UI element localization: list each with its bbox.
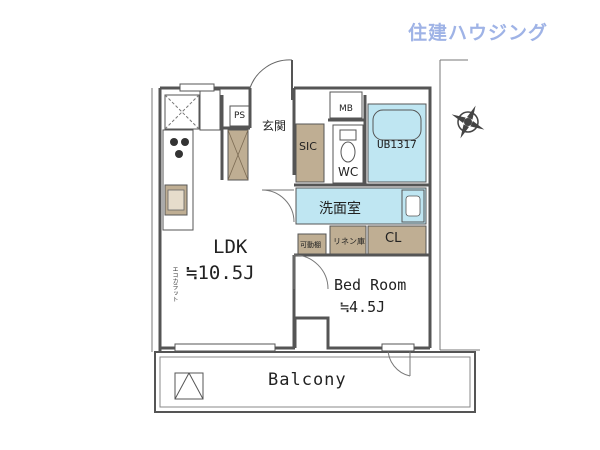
- pipe-space-label: PS: [234, 111, 246, 121]
- closets: [297, 225, 427, 255]
- eco-carat-label: エコカラット: [171, 266, 178, 302]
- washroom: [295, 187, 427, 225]
- pipe-space: [229, 105, 251, 127]
- toilet-room: [332, 124, 364, 184]
- stove-burner-icon: [175, 150, 183, 158]
- kitchen: [162, 89, 221, 231]
- compass-icon: [451, 105, 485, 139]
- linen-label: リネン庫: [333, 237, 365, 246]
- bathtub-icon: [372, 109, 422, 141]
- door-swings: [261, 189, 411, 377]
- sic-label: SIC: [299, 140, 317, 153]
- entrance-area: [227, 59, 363, 183]
- brand-logo: 住建ハウジング: [408, 22, 549, 44]
- bedroom-label: Bed Room: [334, 276, 407, 294]
- toilet-tank-icon: [339, 129, 357, 141]
- closet-cl: [367, 225, 427, 255]
- bath-label: UB1317: [377, 138, 417, 151]
- fridge-space: [164, 94, 200, 130]
- windows: [174, 83, 415, 352]
- stove-burner-icon: [170, 138, 178, 146]
- movable-shelf: [297, 233, 327, 255]
- linen-storage: [329, 225, 367, 255]
- meter-box: [329, 91, 363, 119]
- movable-shelf-label: 可動棚: [300, 241, 321, 249]
- bedroom-size: ≒4.5J: [340, 298, 386, 316]
- balcony-label: Balcony: [268, 370, 347, 390]
- bathroom: [367, 103, 427, 183]
- sic-storage: [295, 123, 325, 183]
- ldk-size: ≒10.5J: [186, 262, 255, 284]
- ldk-label: LDK: [213, 236, 248, 258]
- front-door-swing: [249, 59, 293, 89]
- exterior-lines: [151, 59, 480, 352]
- toilet-bowl-icon: [340, 141, 356, 163]
- washroom-label: 洗面室: [319, 201, 361, 217]
- stove-burner-icon: [181, 138, 189, 146]
- evacuation-hatch-icon: [174, 372, 204, 400]
- toilet-label: WC: [338, 165, 359, 179]
- entrance-label: 玄関: [262, 119, 287, 133]
- closet-label: CL: [385, 231, 402, 246]
- meter-box-label: MB: [339, 104, 353, 114]
- balcony-area: [154, 351, 476, 413]
